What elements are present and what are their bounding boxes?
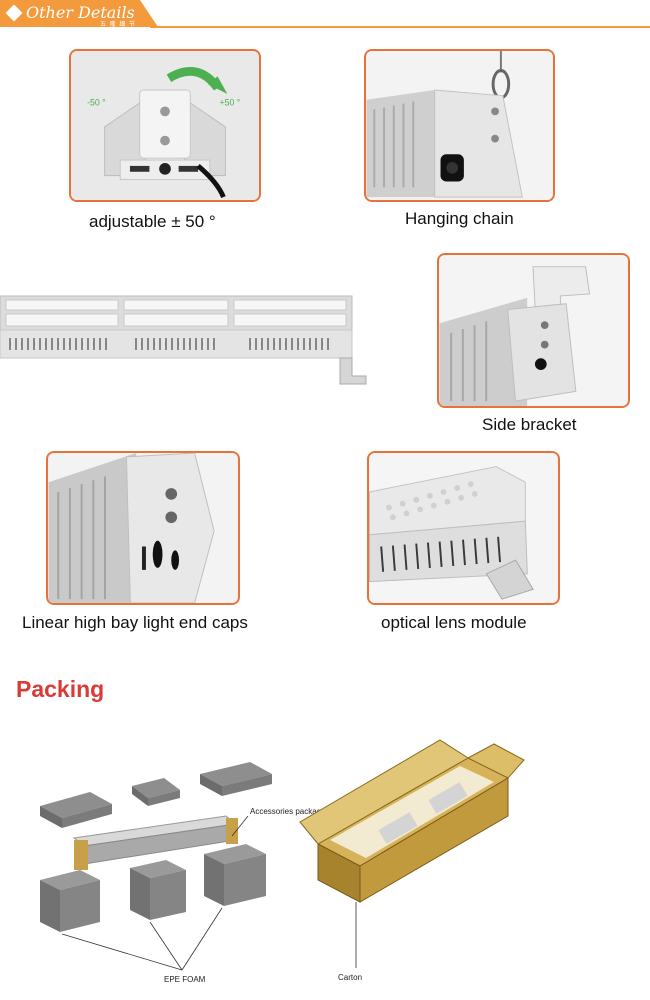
photo-adjustable: -50 ° +50 ° [69, 49, 261, 202]
foam-bases [40, 844, 266, 932]
epe-foam-label: EPE FOAM [164, 975, 206, 984]
section-title: Other Details [26, 3, 135, 22]
caption-optical-lens: optical lens module [381, 613, 527, 632]
end-caps-illustration [48, 453, 238, 603]
packing-title: Packing [16, 676, 105, 702]
banner-divider [150, 26, 650, 28]
linear-light-fixture-image [0, 295, 367, 385]
light-bar [72, 815, 238, 870]
angle-left-label: -50 ° [87, 98, 106, 108]
packing-diagram: Accessories package EPE FOAM Carton [40, 739, 525, 984]
photo-end-caps [46, 451, 240, 605]
carton-box [299, 739, 525, 903]
hanging-chain-illustration [366, 51, 553, 200]
header-banner: Other Details 五 隆 细 节 [0, 0, 650, 30]
caption-adjustable: adjustable ± 50 ° [89, 212, 216, 231]
side-bracket-illustration [439, 255, 628, 406]
photo-optical-lens [367, 451, 560, 605]
optical-lens-illustration [369, 453, 558, 603]
banner-tab [0, 0, 158, 27]
caption-end-caps: Linear high bay light end caps [22, 613, 248, 632]
carton-label: Carton [338, 973, 362, 982]
angle-right-label: +50 ° [220, 98, 241, 108]
accessories-label: Accessories package [250, 807, 326, 816]
photo-side-bracket [437, 253, 630, 408]
photo-hanging-chain [364, 49, 555, 202]
section-subtitle: 五 隆 细 节 [100, 22, 137, 28]
foam-covers [40, 762, 272, 828]
caption-side-bracket: Side bracket [482, 415, 577, 434]
adjustable-illustration: -50 ° +50 ° [71, 51, 259, 200]
caption-hanging-chain: Hanging chain [405, 209, 514, 228]
callout-lines [61, 815, 357, 971]
